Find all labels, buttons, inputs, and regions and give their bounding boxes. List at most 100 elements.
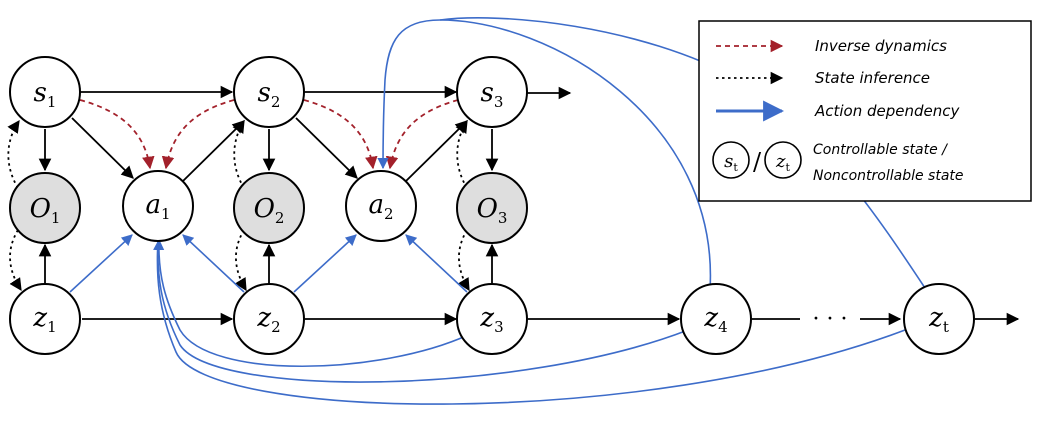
node-o3-base: O bbox=[477, 194, 498, 224]
svg-text:st: st bbox=[724, 151, 738, 174]
action-z1-a1 bbox=[69, 234, 133, 293]
legend-symbol-z-base: z bbox=[775, 151, 786, 172]
svg-text:z1: z1 bbox=[32, 303, 56, 336]
node-o3: O3 bbox=[456, 172, 528, 244]
node-z2-base: z bbox=[256, 303, 271, 333]
node-zt: zt bbox=[903, 283, 975, 355]
node-z4-base: z bbox=[703, 303, 718, 333]
action-zt-a1-long bbox=[156, 239, 906, 405]
legend-action-dependency-label: Action dependency bbox=[814, 102, 961, 120]
action-z3-a1-long bbox=[153, 238, 469, 367]
node-z1: z1 bbox=[9, 283, 81, 355]
svg-text:a1: a1 bbox=[145, 190, 170, 223]
node-s3: s3 bbox=[456, 56, 528, 128]
svg-text:z4: z4 bbox=[703, 303, 727, 336]
legend-symbol-z-sub: t bbox=[786, 161, 791, 174]
dotted-o3-s3 bbox=[455, 119, 468, 189]
legend-state-inference-label: State inference bbox=[815, 69, 930, 87]
node-zt-sub: t bbox=[943, 318, 949, 336]
dotted-o1-z1 bbox=[9, 229, 22, 292]
legend-controllable-line2: Noncontrollable state bbox=[813, 168, 964, 184]
node-o2-circle bbox=[233, 172, 305, 244]
inverse-s1-a1 bbox=[79, 99, 155, 170]
inverse-s2-a1 bbox=[161, 99, 235, 170]
legend-symbol-s-base: s bbox=[724, 151, 733, 172]
node-o2-base: O bbox=[254, 194, 275, 224]
legend-symbol-s-sub: t bbox=[733, 161, 738, 174]
node-s2: s2 bbox=[233, 56, 305, 128]
svg-text:O2: O2 bbox=[254, 194, 285, 227]
inverse-s2-a2 bbox=[303, 99, 378, 170]
node-a1-sub: 1 bbox=[161, 205, 171, 223]
node-o2-sub: 2 bbox=[275, 209, 285, 227]
svg-text:s3: s3 bbox=[481, 78, 504, 111]
node-o3-sub: 3 bbox=[498, 209, 508, 227]
node-s2-circle bbox=[233, 56, 305, 128]
action-z2-a2 bbox=[293, 234, 357, 293]
node-o1: O1 bbox=[9, 172, 81, 244]
node-o1-base: O bbox=[30, 194, 51, 224]
legend-inverse-dynamics-label: Inverse dynamics bbox=[815, 37, 947, 55]
node-z1-circle bbox=[9, 283, 81, 355]
node-zt-base: z bbox=[928, 303, 943, 333]
svg-text:zt: zt bbox=[928, 303, 949, 336]
edges bbox=[7, 17, 1020, 405]
node-s1-base: s bbox=[34, 78, 47, 108]
node-z2: z2 bbox=[233, 283, 305, 355]
legend-symbol-separator: / bbox=[753, 148, 762, 176]
legend-controllable-line1: Controllable state / bbox=[813, 142, 948, 158]
dotted-o2-z2 bbox=[234, 229, 247, 292]
node-s1-circle bbox=[9, 56, 81, 128]
dotted-o3-z3 bbox=[457, 229, 470, 292]
edge-s1-a1 bbox=[71, 117, 134, 179]
node-a1-circle bbox=[122, 170, 194, 242]
action-z2-a1 bbox=[182, 234, 245, 293]
node-z3-circle bbox=[456, 283, 528, 355]
node-s3-sub: 3 bbox=[494, 93, 504, 111]
legend-symbol-z-circle bbox=[764, 141, 802, 179]
edge-s2-a2 bbox=[295, 117, 358, 179]
node-a1: a1 bbox=[122, 170, 194, 242]
action-z4-a2-long bbox=[377, 19, 712, 291]
svg-text:s2: s2 bbox=[258, 78, 281, 111]
inverse-s3-a2 bbox=[385, 99, 459, 170]
edge-a2-s3 bbox=[405, 120, 468, 182]
svg-text:z2: z2 bbox=[256, 303, 280, 336]
dotted-o2-s2 bbox=[232, 119, 245, 189]
node-z4: z4 bbox=[680, 283, 752, 355]
svg-text:O3: O3 bbox=[477, 194, 508, 227]
node-o1-sub: 1 bbox=[51, 209, 61, 227]
node-z4-circle bbox=[680, 283, 752, 355]
legend: Inverse dynamics State inference Action … bbox=[698, 20, 1032, 202]
dotted-o1-s1 bbox=[7, 119, 20, 189]
svg-text:s1: s1 bbox=[34, 78, 57, 111]
node-z3-base: z bbox=[479, 303, 494, 333]
node-s1-sub: 1 bbox=[47, 93, 57, 111]
node-s3-base: s bbox=[481, 78, 494, 108]
node-z1-base: z bbox=[32, 303, 47, 333]
action-z4-a1-long bbox=[157, 239, 689, 383]
node-z3: z3 bbox=[456, 283, 528, 355]
edge-a1-s2 bbox=[182, 120, 245, 182]
node-a2-sub: 2 bbox=[384, 205, 394, 223]
chain-ellipsis: · · · bbox=[813, 307, 848, 332]
node-s3-circle bbox=[456, 56, 528, 128]
node-o2: O2 bbox=[233, 172, 305, 244]
node-zt-circle bbox=[903, 283, 975, 355]
node-z1-sub: 1 bbox=[47, 318, 57, 336]
node-a2-base: a bbox=[368, 190, 384, 220]
node-s2-sub: 2 bbox=[271, 93, 281, 111]
node-z2-sub: 2 bbox=[271, 318, 281, 336]
node-o1-circle bbox=[9, 172, 81, 244]
node-s1: s1 bbox=[9, 56, 81, 128]
node-a2: a2 bbox=[345, 170, 417, 242]
node-z3-sub: 3 bbox=[494, 318, 504, 336]
node-o3-circle bbox=[456, 172, 528, 244]
legend-symbol-s-circle bbox=[712, 141, 750, 179]
svg-text:zt: zt bbox=[775, 151, 790, 174]
svg-text:a2: a2 bbox=[368, 190, 393, 223]
svg-text:z3: z3 bbox=[479, 303, 503, 336]
node-z4-sub: 4 bbox=[718, 318, 728, 336]
node-s2-base: s bbox=[258, 78, 271, 108]
